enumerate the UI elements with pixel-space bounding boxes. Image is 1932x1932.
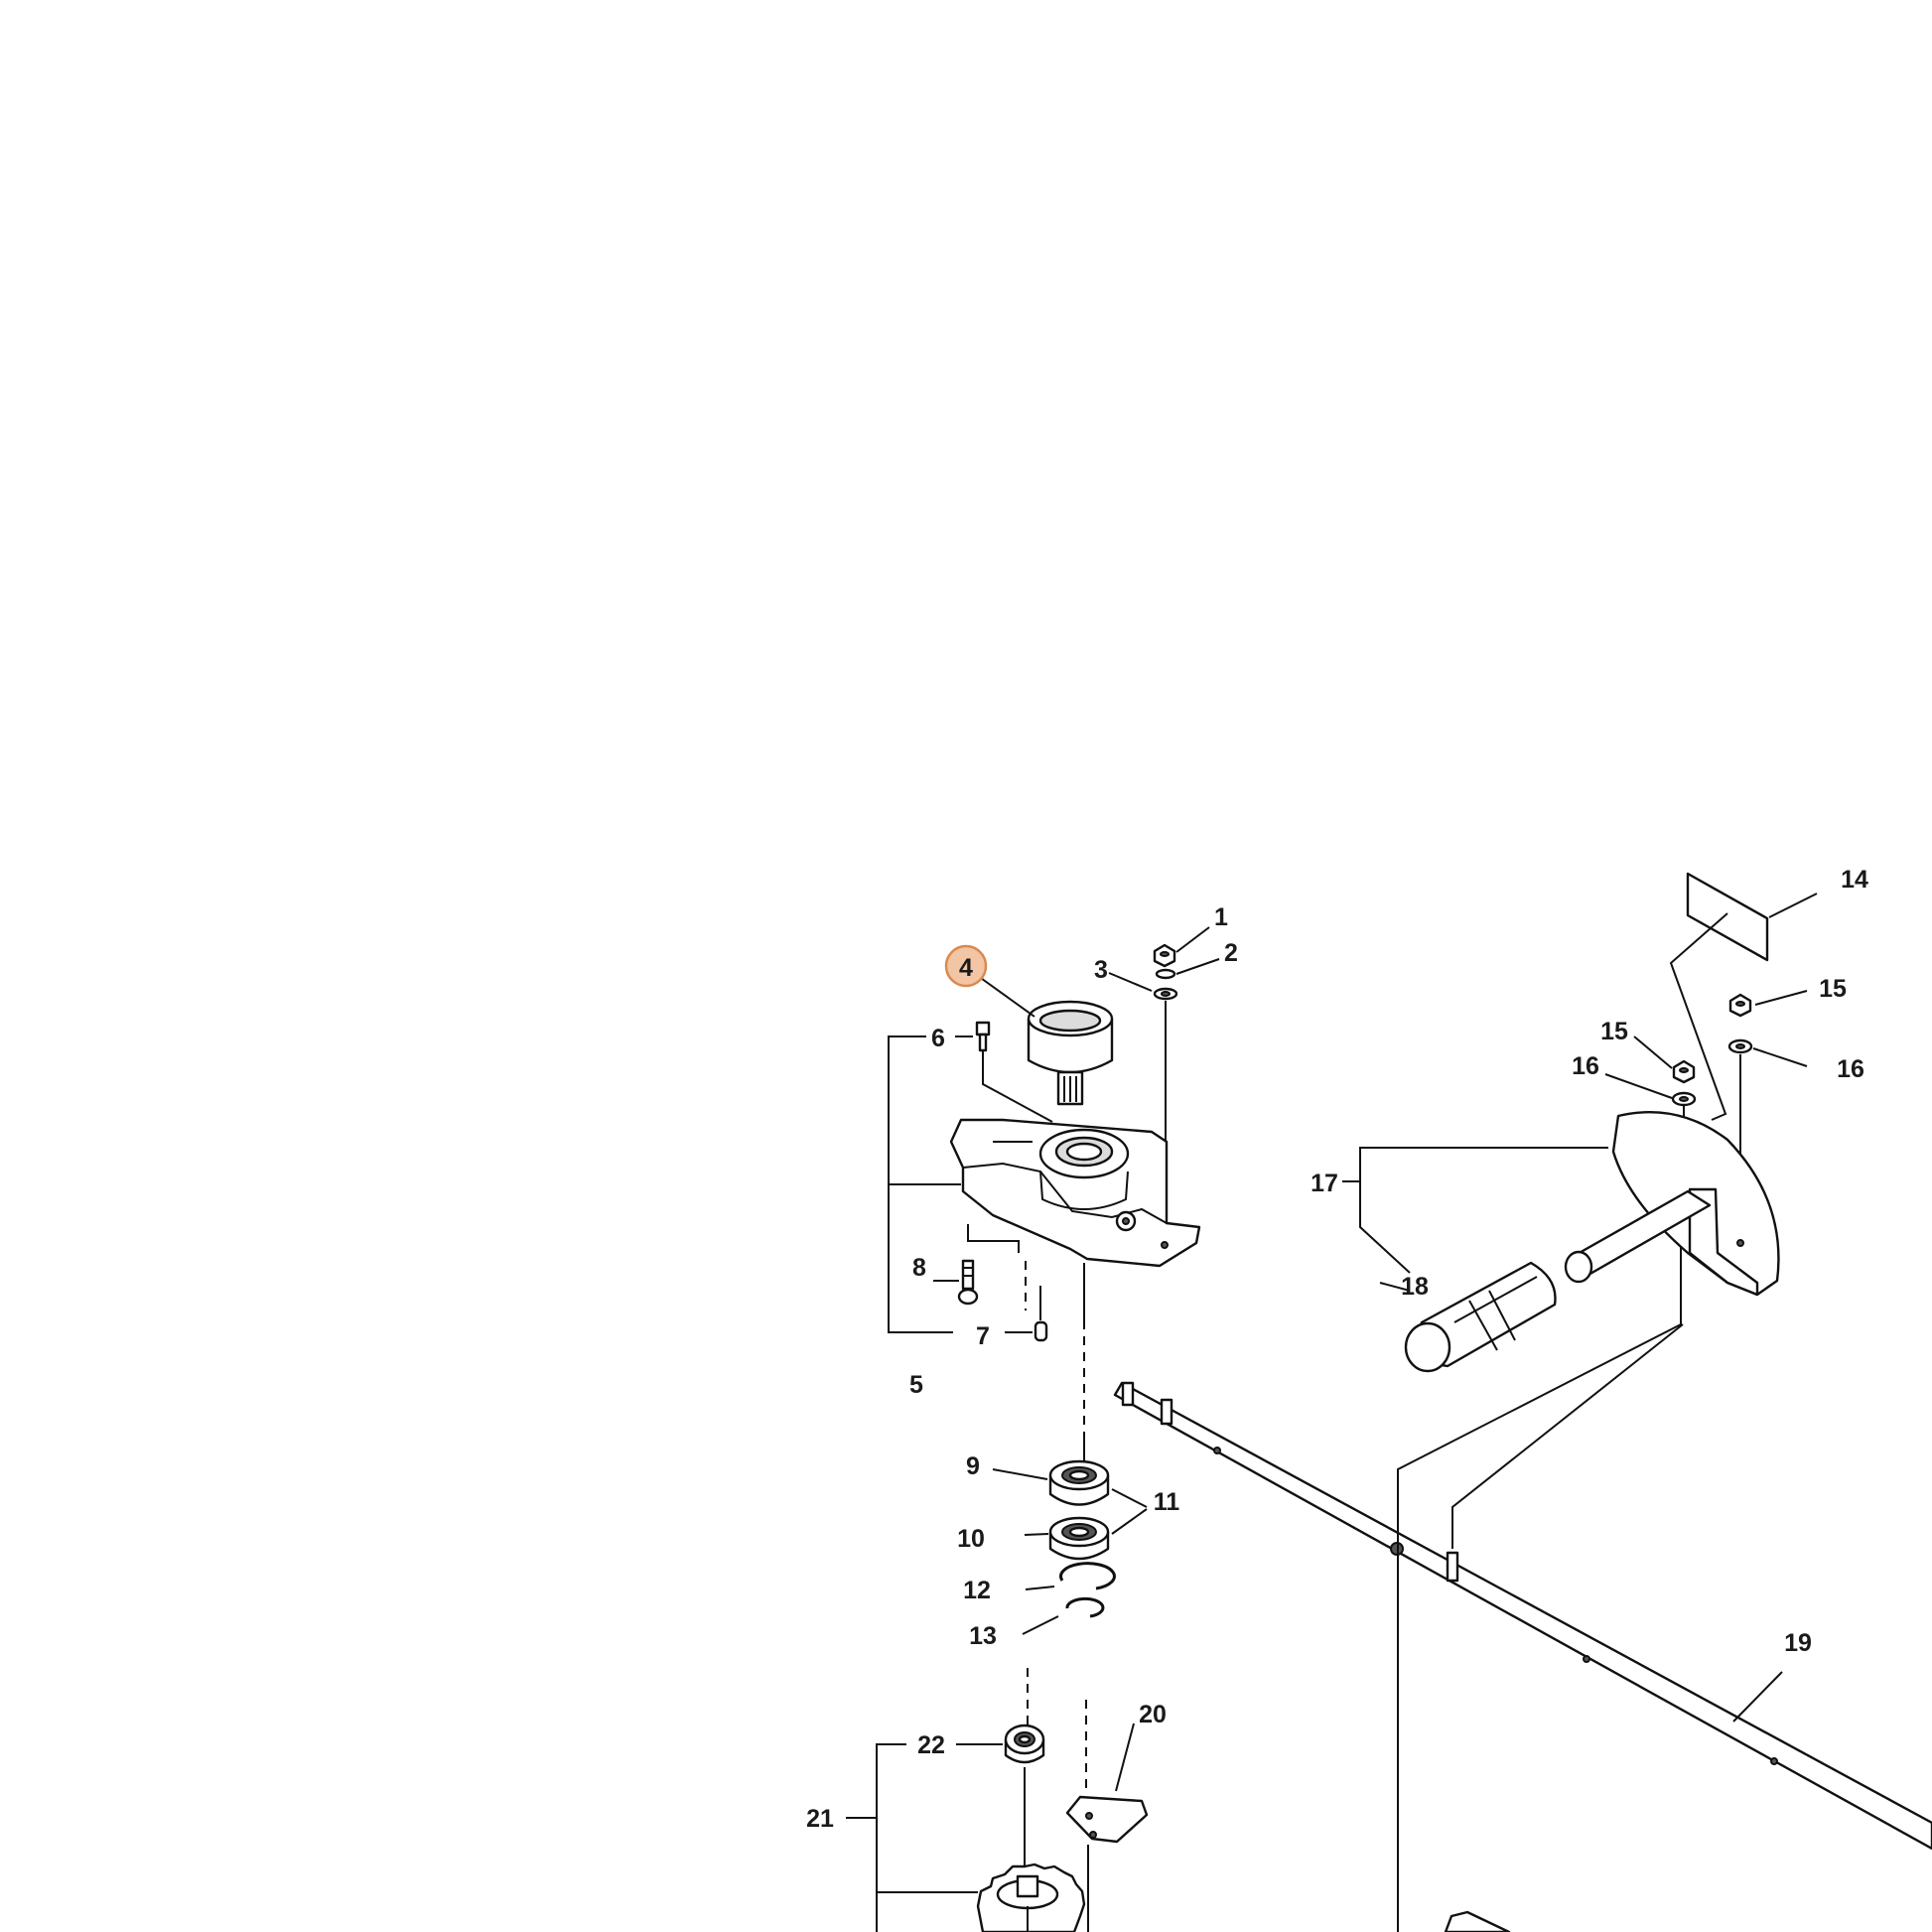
part-19-lower-blade[interactable] [1444,1910,1511,1932]
part-3-washer[interactable] [1153,987,1178,1001]
part-22-bearing[interactable] [1004,1724,1045,1764]
callout-15-right[interactable]: 15 [1819,975,1847,1003]
part-16-washer-right[interactable] [1727,1038,1753,1054]
callout-4[interactable]: 4 [959,954,973,982]
callout-9[interactable]: 9 [966,1452,980,1480]
part-8-screw[interactable] [957,1259,979,1306]
callout-18[interactable]: 18 [1401,1273,1429,1301]
part-15-nut-center[interactable] [1672,1059,1696,1084]
part-2-spring-washer[interactable] [1155,968,1176,980]
callout-10[interactable]: 10 [957,1525,985,1553]
callout-13[interactable]: 13 [969,1622,997,1650]
callout-8[interactable]: 8 [912,1254,926,1282]
part-10-bearing[interactable] [1048,1516,1110,1561]
part-15-nut-right[interactable] [1728,993,1752,1018]
callout-3[interactable]: 3 [1094,956,1108,984]
callout-15-center[interactable]: 15 [1600,1018,1628,1045]
callout-6[interactable]: 6 [931,1025,945,1052]
part-6-grease-nipple[interactable] [975,1021,991,1052]
part-1-nut[interactable] [1153,943,1176,968]
callout-21[interactable]: 21 [806,1805,834,1833]
part-4-clutch-drum[interactable] [1027,1000,1114,1106]
part-13-circlip[interactable] [1065,1596,1105,1618]
highlight-marker[interactable] [944,944,988,988]
part-16-washer-center[interactable] [1671,1091,1697,1107]
callout-1[interactable]: 1 [1214,903,1228,931]
part-7-dowel[interactable] [1034,1320,1048,1342]
callout-16-center[interactable]: 16 [1572,1052,1599,1080]
part-12-circlip[interactable] [1058,1562,1116,1590]
callout-20[interactable]: 20 [1139,1701,1167,1728]
callout-7[interactable]: 7 [976,1322,990,1350]
callout-22[interactable]: 22 [917,1731,945,1759]
callout-19[interactable]: 19 [1784,1629,1812,1657]
callout-12[interactable]: 12 [963,1577,991,1604]
part-5-gear-housing[interactable] [949,1118,1201,1268]
callout-17[interactable]: 17 [1311,1170,1338,1197]
callout-14[interactable]: 14 [1841,866,1868,894]
callout-16-right[interactable]: 16 [1837,1055,1864,1083]
part-19-blade-bar[interactable] [1113,1381,1932,1851]
part-20-plate[interactable] [1065,1795,1149,1844]
part-17-handle-guard[interactable] [1564,1111,1780,1297]
part-21-gear[interactable] [976,1863,1086,1932]
part-18-grip[interactable] [1404,1261,1557,1373]
callout-2[interactable]: 2 [1224,939,1238,967]
part-9-bearing[interactable] [1048,1459,1110,1506]
part-14-label[interactable] [1686,872,1769,962]
callout-11[interactable]: 11 [1154,1488,1180,1516]
callout-5[interactable]: 5 [909,1371,923,1399]
